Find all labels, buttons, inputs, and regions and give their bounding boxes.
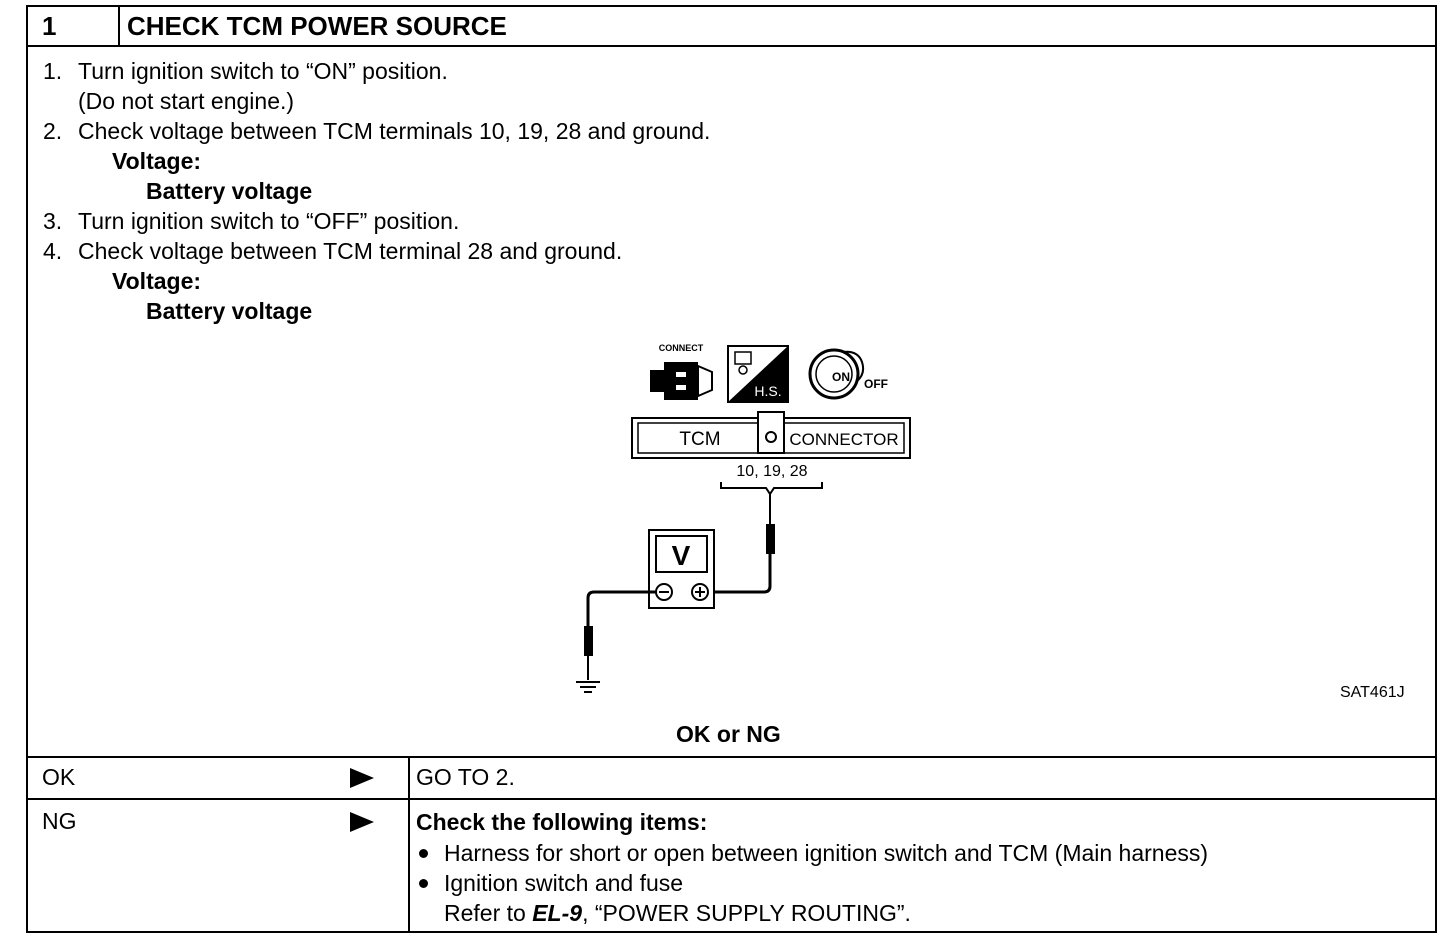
step4-voltage-value: Battery voltage — [146, 298, 313, 324]
figure-code: SAT461J — [1340, 684, 1405, 701]
voltmeter-icon: V — [648, 529, 715, 609]
bullet-icon — [419, 849, 428, 858]
refer-prefix: Refer to — [444, 900, 533, 926]
ng-item-ignition: Ignition switch and fuse — [444, 870, 684, 896]
step1-text: Turn ignition switch to “ON” position. — [78, 58, 448, 84]
bullet-icon — [419, 879, 428, 888]
procedure-table — [26, 5, 1437, 933]
terminal-numbers: 10, 19, 28 — [736, 463, 807, 480]
step3-text: Turn ignition switch to “OFF” position. — [78, 208, 460, 234]
ng-label: NG — [42, 808, 77, 834]
result-column-divider — [408, 756, 410, 933]
meter-label: V — [672, 540, 691, 571]
step1-number: 1. — [43, 58, 63, 84]
ground-icon — [576, 681, 600, 693]
ng-item-harness: Harness for short or open between igniti… — [444, 840, 1209, 866]
ignition-key-icon: ON OFF — [808, 348, 888, 400]
step1-note: (Do not start engine.) — [78, 88, 295, 114]
step2-number: 2. — [43, 118, 63, 144]
negative-probe — [584, 590, 656, 680]
connect-icon: CONNECT — [650, 343, 713, 400]
connect-label: CONNECT — [659, 343, 704, 353]
step4-text: Check voltage between TCM terminal 28 an… — [78, 238, 623, 264]
step-number: 1 — [42, 11, 57, 41]
ng-arrow-icon — [350, 812, 374, 832]
ok-arrow-icon — [350, 768, 374, 788]
step4-number: 4. — [43, 238, 63, 264]
key-off-label: OFF — [864, 377, 888, 391]
connector-label: CONNECTOR — [789, 430, 898, 449]
tcm-connector: TCM CONNECTOR — [631, 411, 911, 459]
header-divider — [26, 45, 1437, 47]
step2-voltage-value: Battery voltage — [146, 178, 313, 204]
step4-voltage-label: Voltage: — [112, 268, 202, 294]
result-divider-top — [26, 756, 1437, 758]
key-on-label: ON — [832, 370, 850, 384]
ng-heading: Check the following items: — [416, 809, 708, 835]
positive-probe — [708, 494, 775, 594]
step2-text: Check voltage between TCM terminals 10, … — [78, 118, 711, 144]
ng-refer-line: Refer to EL-9, “POWER SUPPLY ROUTING”. — [444, 902, 911, 925]
ok-label: OK — [42, 764, 76, 790]
step2-voltage-label: Voltage: — [112, 148, 202, 174]
terminal-brace — [720, 482, 823, 496]
harness-side-icon: H.S. — [727, 345, 789, 403]
step3-number: 3. — [43, 208, 63, 234]
page-title: CHECK TCM POWER SOURCE — [127, 11, 507, 41]
refer-suffix: , “POWER SUPPLY ROUTING”. — [582, 900, 911, 926]
header-column-divider — [118, 5, 120, 47]
ok-action: GO TO 2. — [416, 764, 515, 790]
result-divider-mid — [26, 798, 1437, 800]
refer-code: EL-9 — [532, 900, 583, 926]
ok-ng-question: OK or NG — [676, 721, 781, 747]
tcm-label: TCM — [679, 429, 720, 450]
hs-label: H.S. — [754, 383, 781, 399]
